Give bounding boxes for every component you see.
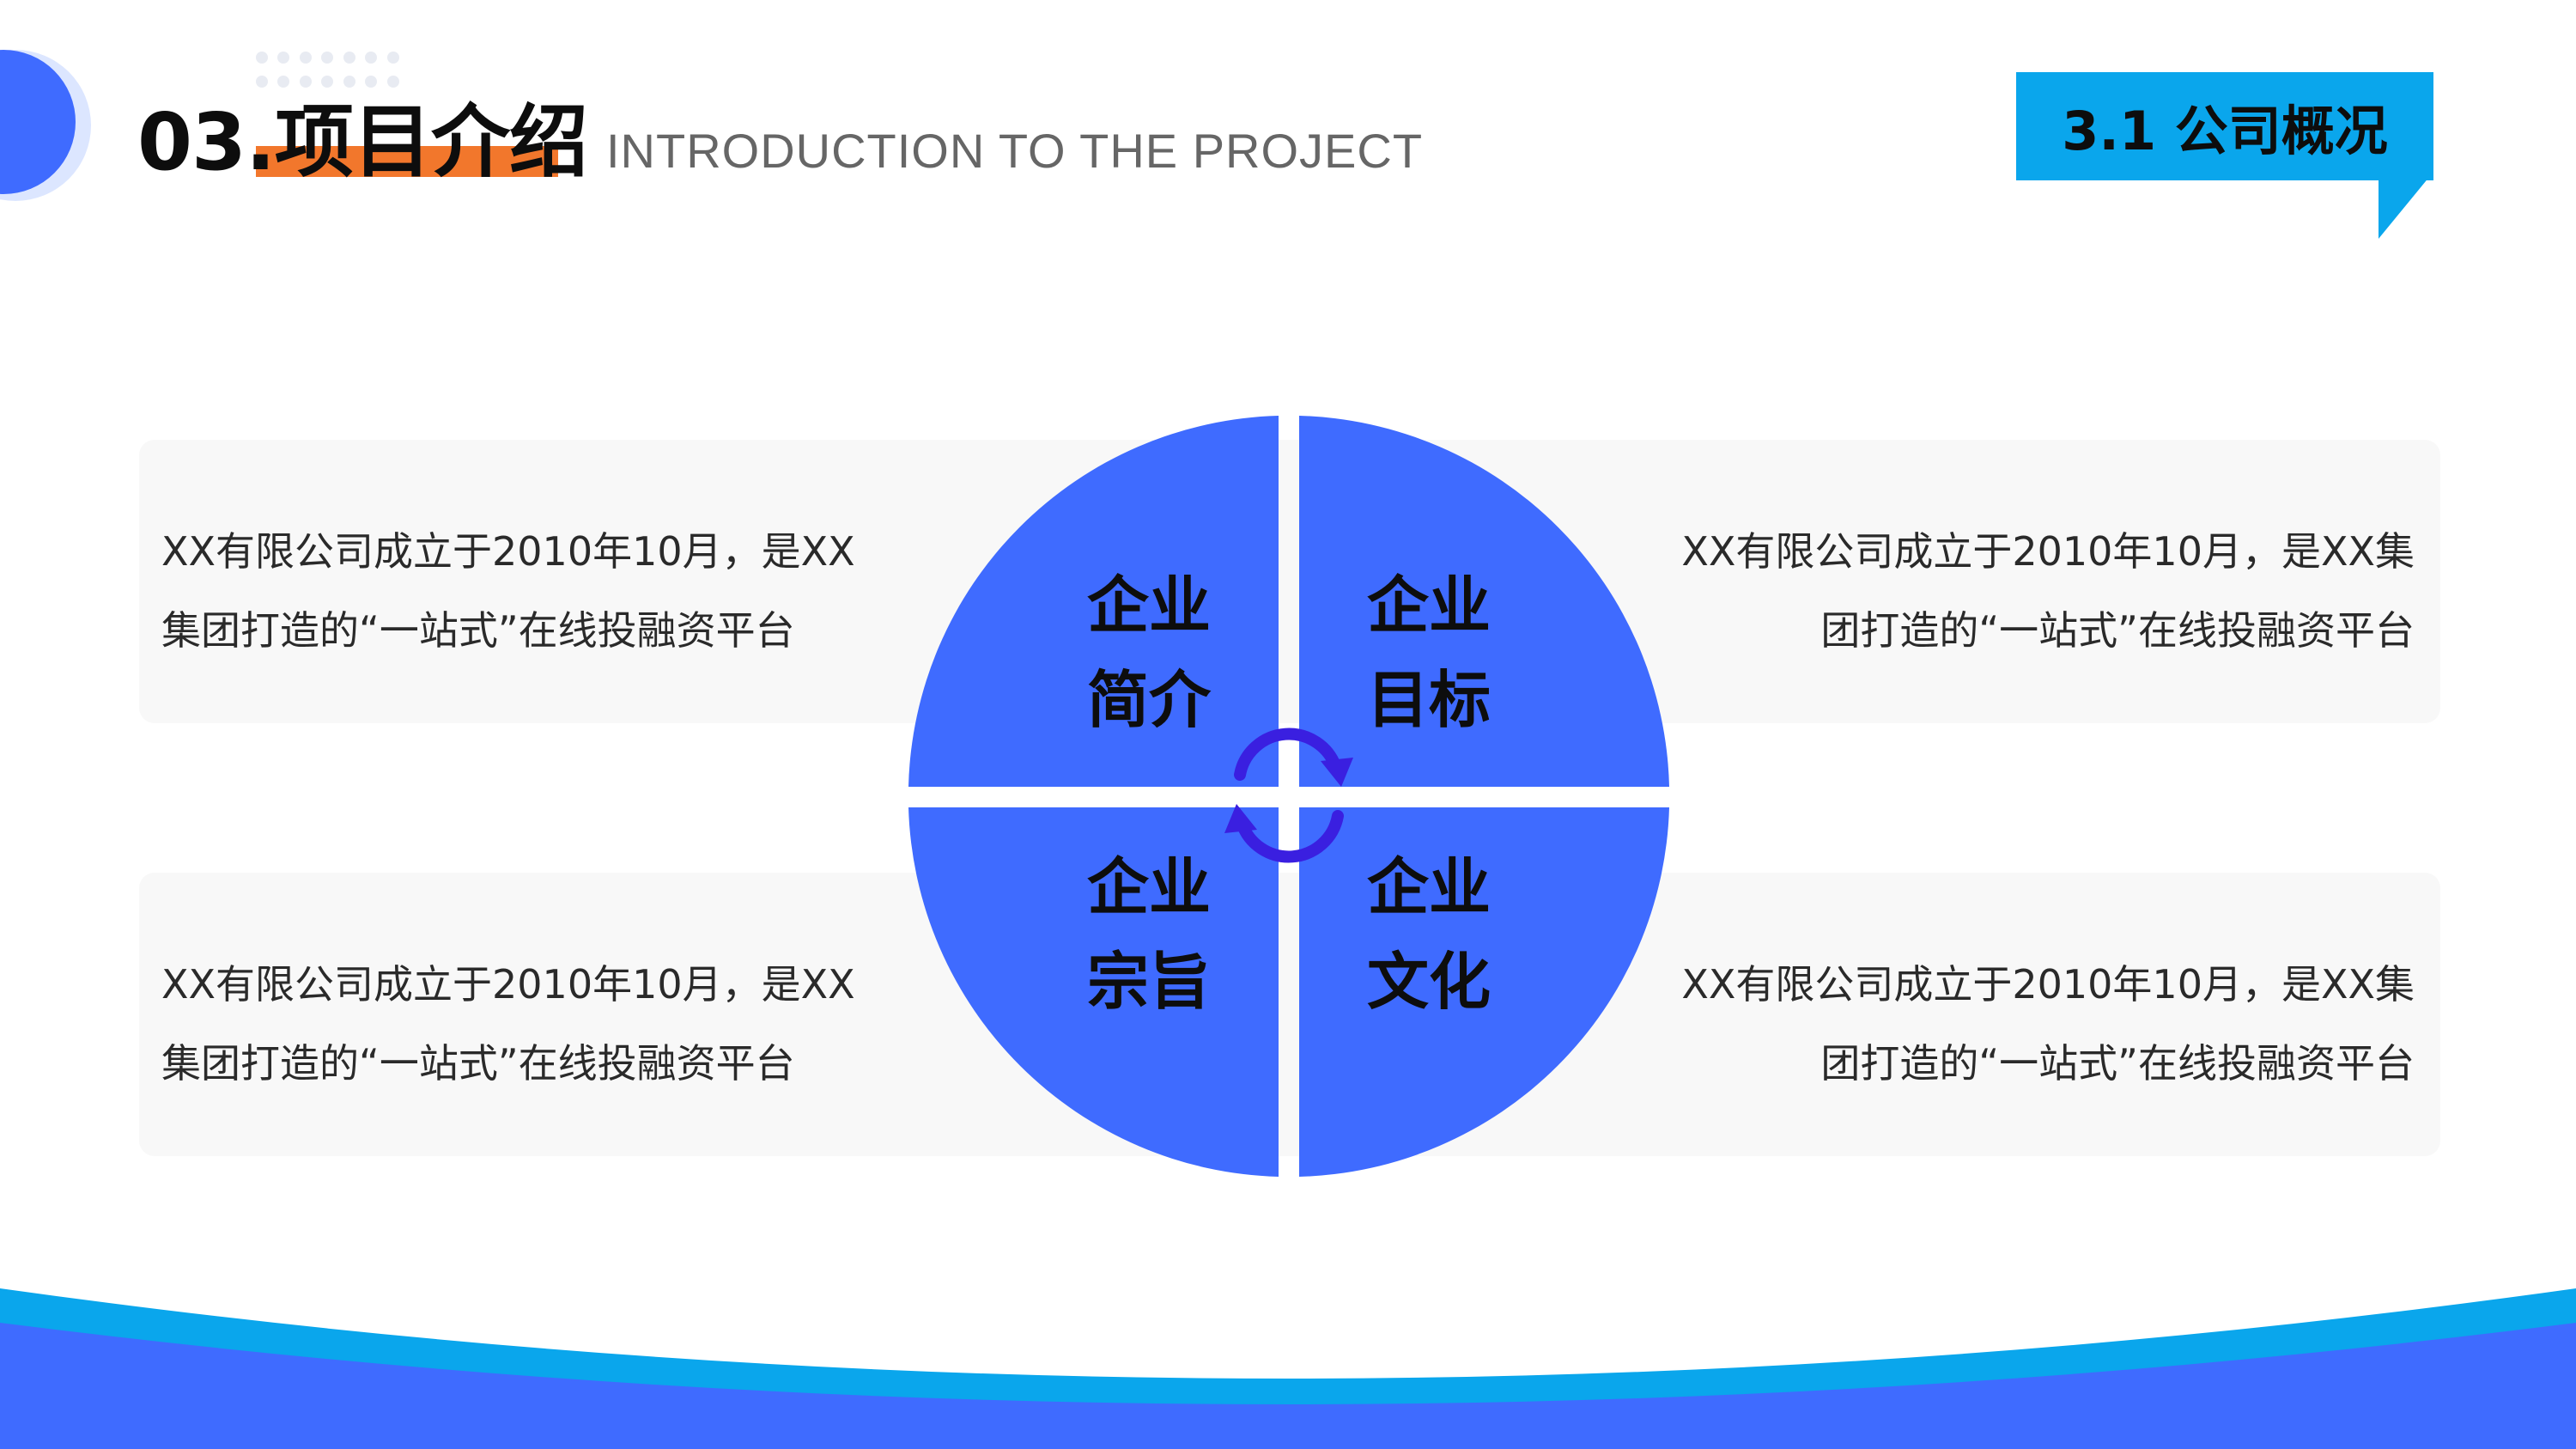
dot-grid-decoration xyxy=(256,52,402,93)
section-badge-label: 3.1 公司概况 xyxy=(2062,100,2388,162)
quadrant-label-intro: 企业 简介 xyxy=(1086,569,1211,736)
quadrant-top-left xyxy=(908,416,1279,787)
section-badge: 3.1 公司概况 xyxy=(2016,72,2433,180)
text-top-left: XX有限公司成立于2010年10月，是XX 集团打造的“一站式”在线投融资平台 xyxy=(161,528,855,654)
cycle-arrows-icon xyxy=(1234,728,1344,863)
quadrant-label-purpose: 企业 宗旨 xyxy=(1086,851,1211,1018)
page-title: 03.项目介绍 xyxy=(137,96,588,188)
info-panel-top xyxy=(139,440,2440,723)
title-highlight-bar xyxy=(256,146,558,177)
quadrant-bottom-left xyxy=(908,807,1279,1177)
text-bottom-left: XX有限公司成立于2010年10月，是XX 集团打造的“一站式”在线投融资平台 xyxy=(161,961,855,1087)
quadrant-bottom-right xyxy=(1299,807,1669,1177)
quadrant-circle xyxy=(908,416,1669,1177)
text-top-right: XX有限公司成立于2010年10月，是XX集 团打造的“一站式”在线投融资平台 xyxy=(1681,528,2415,654)
text-bottom-right: XX有限公司成立于2010年10月，是XX集 团打造的“一站式”在线投融资平台 xyxy=(1681,961,2415,1087)
quadrant-label-goal: 企业 目标 xyxy=(1366,569,1491,736)
page-subtitle: INTRODUCTION TO THE PROJECT xyxy=(605,124,1424,178)
page-header: 03.项目介绍 INTRODUCTION TO THE PROJECT xyxy=(137,79,1423,182)
section-badge-fold xyxy=(2379,172,2433,239)
bottom-wave-decoration xyxy=(0,1288,2576,1449)
quadrant-top-right xyxy=(1299,416,1669,787)
quadrant-label-culture: 企业 文化 xyxy=(1366,851,1491,1018)
info-panel-bottom xyxy=(139,873,2440,1156)
